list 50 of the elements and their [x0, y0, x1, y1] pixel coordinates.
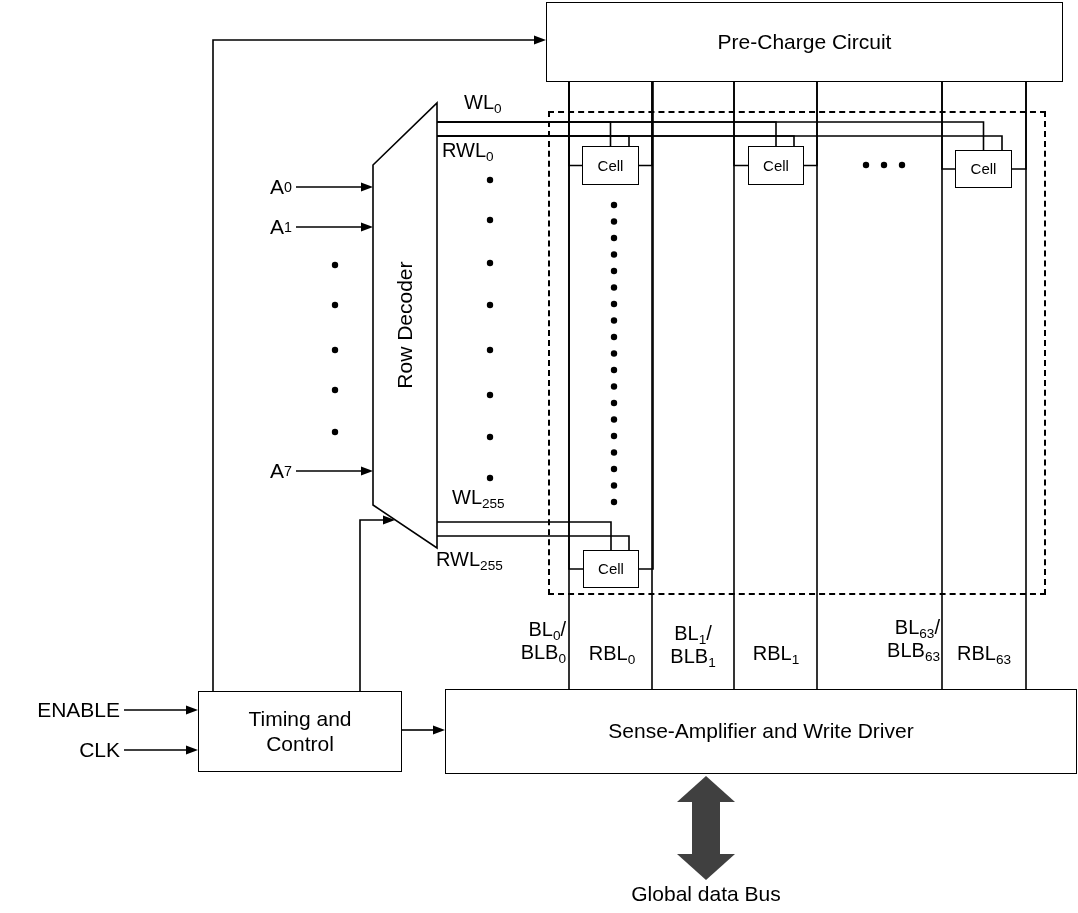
- block-box: [198, 691, 402, 772]
- signal-label: RBL$_{1}$: [751, 642, 801, 665]
- signal-label: WL$_{255}$: [452, 486, 506, 509]
- signal-label: WL$_{0}$: [464, 91, 503, 114]
- row-decoder-trapezoid: [373, 103, 437, 548]
- signal-line: [1011, 81, 1027, 170]
- block-box: [445, 689, 1077, 774]
- arrow: [295, 182, 373, 192]
- memory-cell: [955, 150, 1012, 188]
- signal-line: [436, 135, 1003, 151]
- bus-arrow: [677, 776, 735, 880]
- memory-cell: [582, 146, 639, 185]
- block-box: [546, 2, 1063, 82]
- signal-line: [568, 81, 584, 570]
- memory-array-boundary: [548, 111, 1046, 595]
- arrow: [123, 745, 198, 755]
- arrow: [295, 222, 373, 232]
- signal-label: ENABLE: [4, 695, 120, 725]
- bus-label: Global data Bus: [618, 880, 794, 908]
- block-label: Pre-Charge Circuit: [717, 29, 892, 55]
- signal-label: RWL$_{0}$: [442, 139, 495, 162]
- signal-line: [638, 81, 653, 167]
- cell-label: Cell: [763, 156, 789, 175]
- signal-line: [941, 81, 956, 170]
- signal-label: RBL$_{0}$: [587, 642, 637, 665]
- arrow: [123, 705, 198, 715]
- cell-label: Cell: [597, 156, 624, 175]
- arrow: [359, 515, 395, 692]
- memory-cell: [748, 146, 804, 185]
- signal-label: RWL$_{255}$: [436, 548, 504, 571]
- decoder-label: Row Decoder: [392, 261, 417, 390]
- signal-label: BL$_{1}$/ BLB$_{1}$: [669, 622, 717, 668]
- block-label: Sense-Amplifier and Write Driver: [608, 719, 914, 744]
- signal-line: [733, 81, 749, 167]
- signal-line: [803, 81, 818, 167]
- signal-line: [436, 521, 612, 551]
- signal-label: RBL$_{63}$: [956, 642, 1012, 665]
- signal-label: CLK: [60, 735, 120, 765]
- arrow: [401, 725, 445, 735]
- signal-line: [638, 81, 654, 570]
- arrow: [212, 35, 546, 692]
- signal-line: [436, 535, 630, 551]
- cell-label: Cell: [598, 560, 624, 578]
- signal-line: [436, 121, 985, 151]
- memory-cell: [583, 550, 639, 588]
- block-label: Timing and Control: [247, 707, 353, 756]
- cell-label: Cell: [970, 160, 997, 178]
- arrow: [295, 466, 373, 476]
- signal-label: BL$_{0}$/ BLB$_{0}$: [519, 618, 566, 664]
- signal-label: BL$_{63}$/ BLB$_{63}$: [886, 616, 940, 662]
